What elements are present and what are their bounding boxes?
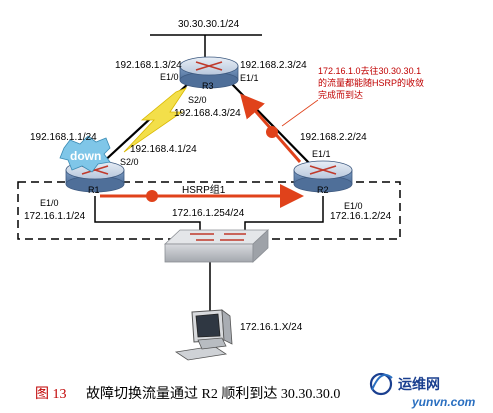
switch[interactable] [163, 229, 270, 263]
caption-text: 故障切换流量通过 R2 顺利到达 30.30.30.0 [86, 385, 340, 402]
r2-e11-if: E1/1 [312, 149, 331, 159]
r3-e10-ip: 192.168.1.3/24 [115, 60, 182, 71]
down-label: down [70, 149, 101, 163]
r3-e11-if: E1/1 [240, 73, 259, 83]
watermark-swoosh-icon [371, 374, 393, 391]
router-r1-name: R1 [88, 185, 100, 195]
r3-e11-ip: 192.168.2.3/24 [240, 60, 307, 71]
link-r1-switch [94, 196, 201, 230]
r1-e10-if: E1/0 [40, 198, 59, 208]
host-ip-label: 172.16.1.X/24 [240, 322, 303, 333]
router-r2[interactable]: R2 [293, 160, 353, 195]
router-r1[interactable]: R1 [65, 160, 125, 195]
keyboard-icon [174, 345, 228, 361]
serial-link-lightning [123, 87, 188, 153]
watermark-brand: 运维网 [398, 376, 440, 392]
watermark: 运维网 yunvn.com [369, 372, 476, 409]
link-r2-switch [244, 196, 324, 230]
r1-e10-ip: 172.16.1.1/24 [24, 211, 86, 222]
r3-s20-if: S2/0 [188, 95, 207, 105]
host-pc[interactable] [174, 309, 233, 361]
watermark-site: yunvn.com [411, 395, 476, 409]
caption-number: 图 13 [35, 387, 67, 402]
hsrp-virtual-ip: 172.16.1.254/24 [172, 208, 245, 219]
r1-s20-ip: 192.168.4.1/24 [130, 144, 197, 155]
r2-e10-if: E1/0 [344, 201, 363, 211]
router-arrows-icon [309, 165, 337, 175]
switch-arrows-icon [190, 233, 246, 241]
router-r3[interactable]: R3 [179, 56, 239, 91]
hsrp-group-label: HSRP组1 [182, 183, 226, 196]
annotation-pointer [281, 99, 319, 127]
top-network-label: 30.30.30.1/24 [178, 19, 240, 30]
r1-e11-ip: 192.168.1.1/24 [30, 132, 97, 143]
traffic-dot-r1 [146, 190, 158, 202]
watermark-logo-icon [369, 372, 393, 396]
r1-s20-if: S2/0 [120, 157, 139, 167]
r3-e10-if: E1/0 [160, 72, 179, 82]
r2-e10-ip: 172.16.1.2/24 [330, 211, 392, 222]
annotation-line-2: 的流量都能随HSRP的收敛 [318, 77, 424, 88]
annotation-line-3: 完成而到达 [318, 89, 363, 100]
down-status-badge: down [59, 135, 111, 173]
router-r3-name: R3 [202, 81, 214, 91]
r3-s20-ip: 192.168.4.3/24 [174, 108, 241, 119]
traffic-dot-r2 [266, 126, 278, 138]
router-r2-name: R2 [317, 185, 329, 195]
router-arrows-icon [195, 61, 223, 71]
r2-e11-ip: 192.168.2.2/24 [300, 132, 367, 143]
link-r3-r2 [229, 81, 313, 167]
annotation-line-1: 172.16.1.0去往30.30.30.1 [318, 65, 421, 76]
